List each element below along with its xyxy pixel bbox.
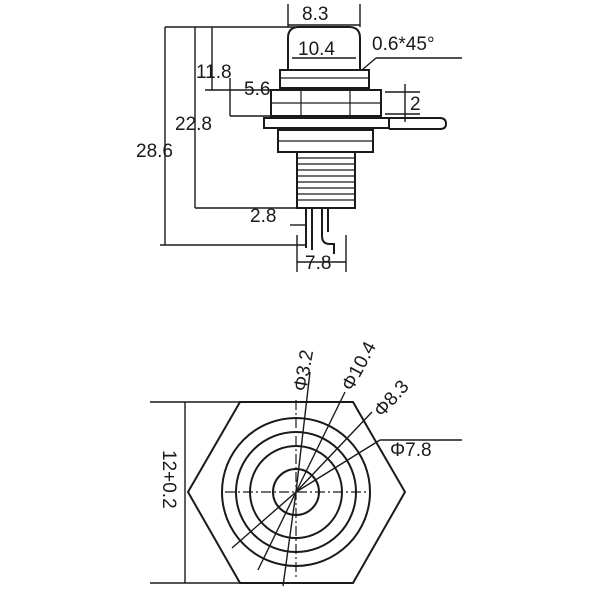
flange-plate (263, 117, 390, 129)
dim-body-height: 22.8 (175, 114, 212, 135)
dim-top-width: 8.3 (302, 4, 328, 25)
dim-flange: 2 (410, 94, 421, 115)
dim-total-height: 28.6 (136, 141, 173, 162)
dim-chamfer: 0.6*45° (372, 34, 435, 55)
dim-diameter-7-8: Φ7.8 (390, 440, 432, 461)
solder-tab (389, 117, 448, 130)
hex-flat-dimension (150, 401, 240, 584)
terminal-right (321, 208, 335, 254)
bezel-ring (279, 69, 370, 89)
thread-lines (297, 157, 355, 201)
dim-diameter-8-3: Φ8.3 (370, 376, 413, 421)
hex-nut-outline (186, 401, 407, 584)
top-view: Φ3.2 Φ10.4 Φ8.3 Φ7.8 12+0.2 (150, 338, 462, 587)
dim-cap-width: 10.4 (298, 39, 335, 60)
dim-nut-height: 5.6 (244, 79, 270, 100)
dim-hex-across-flats: 12+0.2 (158, 450, 179, 509)
threaded-body (296, 151, 356, 209)
terminal-left (305, 208, 313, 250)
actuator-cap (287, 26, 361, 70)
side-view: 8.3 10.4 0.6*45° 11.8 5.6 22.8 28.6 2 2.… (136, 4, 462, 274)
side-dimension-lines (160, 4, 462, 272)
dim-diameter-10-4: Φ10.4 (338, 338, 381, 394)
diameter-leaders (231, 371, 462, 587)
dim-diameter-3-2: Φ3.2 (290, 348, 318, 393)
dim-pin-spacing: 7.8 (305, 253, 331, 274)
dim-cap-height: 11.8 (196, 62, 232, 83)
dim-terminal-width: 2.8 (250, 206, 276, 227)
